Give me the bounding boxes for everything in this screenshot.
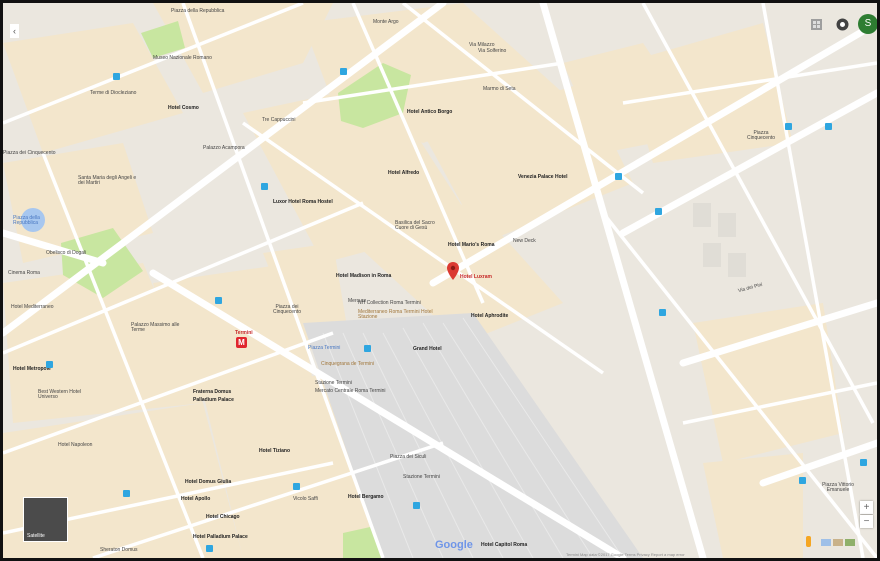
bus-stop-icon[interactable] — [364, 345, 371, 352]
map-label[interactable]: Monte Argo — [373, 19, 399, 25]
map-label[interactable]: Piazza Termini — [308, 345, 341, 351]
map-label[interactable]: Palazzo Massimo alle Terme — [131, 322, 180, 333]
map-label[interactable]: Piazza della Repubblica — [13, 215, 40, 226]
map-label[interactable]: Tre Cappuccini — [262, 117, 296, 123]
imagery-thumbnail-icon[interactable] — [821, 539, 831, 546]
map-label[interactable]: Luxor Hotel Roma Hostel — [273, 199, 333, 205]
map-label[interactable]: Stazione Termini — [403, 474, 440, 480]
apps-grid-icon[interactable] — [811, 19, 822, 30]
map-label[interactable]: Hotel Apollo — [181, 496, 211, 502]
map-label[interactable]: NH Collection Roma Termini — [358, 300, 421, 306]
map-label[interactable]: Hotel Alfredo — [388, 170, 420, 176]
map-label[interactable]: Palazzo Acampora — [203, 145, 245, 151]
map-label[interactable]: Santa Maria degli Angeli e dei Martiri — [78, 175, 137, 186]
map-label[interactable]: Hotel Luxram — [460, 274, 492, 280]
bus-stop-icon[interactable] — [615, 173, 622, 180]
zoom-in-button[interactable]: + — [860, 501, 873, 514]
selected-place-pin-icon[interactable] — [447, 262, 459, 280]
map-label[interactable]: Terme di Diocleziano — [90, 90, 137, 96]
map-label[interactable]: Mercure — [348, 298, 367, 304]
satellite-toggle[interactable]: Satellite — [23, 497, 68, 542]
map-canvas[interactable] — [3, 3, 877, 558]
bus-stop-icon[interactable] — [261, 183, 268, 190]
bus-stop-icon[interactable] — [659, 309, 666, 316]
map-label[interactable]: Piazza Vittorio Emanuele — [822, 482, 854, 493]
map-footer: Termini Map data ©2017 Google Terms Priv… — [566, 552, 685, 557]
map-label[interactable]: Hotel Bergamo — [348, 494, 384, 500]
map-label[interactable]: Fraterna Domus — [193, 389, 232, 395]
bus-stop-icon[interactable] — [785, 123, 792, 130]
bus-stop-icon[interactable] — [113, 73, 120, 80]
map-label[interactable]: Hotel Metropole — [13, 366, 51, 372]
map-label[interactable]: Stazione Termini — [315, 380, 352, 386]
map-label[interactable]: Hotel Palladium Palace — [193, 534, 248, 540]
map-label[interactable]: Marmo di Seta — [483, 86, 516, 92]
map-label[interactable]: Grand Hotel — [413, 346, 442, 352]
imagery-thumbnail-icon[interactable] — [845, 539, 855, 546]
map-label[interactable]: Museo Nazionale Romano — [153, 55, 212, 61]
map-label[interactable]: Vicolo Saffi — [293, 496, 318, 502]
map-label[interactable]: Hotel Aphrodite — [471, 313, 509, 319]
pegman-icon[interactable] — [806, 536, 811, 547]
bus-stop-icon[interactable] — [340, 68, 347, 75]
map-label[interactable]: Hotel Cosmo — [168, 105, 199, 111]
map-label[interactable]: New Deck — [513, 238, 536, 244]
map-label[interactable]: Termini — [235, 330, 253, 336]
map-label[interactable]: Hotel Antico Borgo — [407, 109, 453, 115]
map-label[interactable]: Hotel Mario's Roma — [448, 242, 495, 248]
bus-stop-icon[interactable] — [655, 208, 662, 215]
bus-stop-icon[interactable] — [206, 545, 213, 552]
map-label[interactable]: Palladium Palace — [193, 397, 234, 403]
collapse-panel-button[interactable]: ‹ — [10, 24, 19, 38]
map-label[interactable]: Best Western Hotel Universo — [38, 389, 81, 400]
map-label[interactable]: Venezia Palace Hotel — [518, 174, 568, 180]
map-label[interactable]: Hotel Napoleon — [58, 442, 93, 448]
bus-stop-icon[interactable] — [123, 490, 130, 497]
satellite-label: Satellite — [27, 533, 45, 539]
map-label[interactable]: Mercato Centrale Roma Termini — [315, 388, 386, 394]
map-label[interactable]: Piazza dei Siculi — [390, 454, 427, 460]
bus-stop-icon[interactable] — [799, 477, 806, 484]
bus-stop-icon[interactable] — [293, 483, 300, 490]
zoom-out-button[interactable]: − — [860, 515, 873, 528]
map-label[interactable]: Hotel Madison in Roma — [336, 273, 392, 279]
map-label[interactable]: Hotel Mediterraneo — [11, 304, 54, 310]
bus-stop-icon[interactable] — [825, 123, 832, 130]
google-logo: Google — [435, 539, 473, 551]
map-label[interactable]: Sheraton Domus — [100, 547, 138, 553]
map-label[interactable]: Cinquegrana de Termini — [321, 361, 374, 367]
map-label[interactable]: Hotel Tiziano — [259, 448, 291, 454]
bus-stop-icon[interactable] — [860, 459, 867, 466]
map-label[interactable]: Hotel Capitol Roma — [481, 542, 528, 548]
map-label[interactable]: Piazza dei Cinquecento — [272, 304, 302, 315]
metro-station-icon[interactable]: M — [236, 337, 247, 348]
map-label[interactable]: Basilica del Sacro Cuore di Gesù — [395, 220, 435, 231]
notifications-icon[interactable] — [836, 18, 849, 31]
bus-stop-icon[interactable] — [46, 361, 53, 368]
bus-stop-icon[interactable] — [215, 297, 222, 304]
map-label[interactable]: Piazza della Repubblica — [171, 8, 225, 14]
map-label[interactable]: Hotel Domus Giulia — [185, 479, 232, 485]
account-avatar[interactable]: S — [858, 14, 877, 34]
map-label[interactable]: Via Solferino — [478, 48, 507, 54]
imagery-thumbnail-icon[interactable] — [833, 539, 843, 546]
map-label[interactable]: Piazza Cinquecento — [746, 130, 776, 141]
map-label[interactable]: Piazza dei Cinquecento — [3, 150, 56, 156]
map-label[interactable]: Via Milazzo — [469, 42, 495, 48]
bus-stop-icon[interactable] — [413, 502, 420, 509]
map-label[interactable]: Mediterraneo Roma Termini Hotel Stazione — [358, 309, 433, 320]
map-label[interactable]: Hotel Chicago — [206, 514, 240, 520]
map-label[interactable]: Cinema Roma — [8, 270, 40, 276]
map-label[interactable]: Obelisco di Dogali — [46, 250, 87, 256]
